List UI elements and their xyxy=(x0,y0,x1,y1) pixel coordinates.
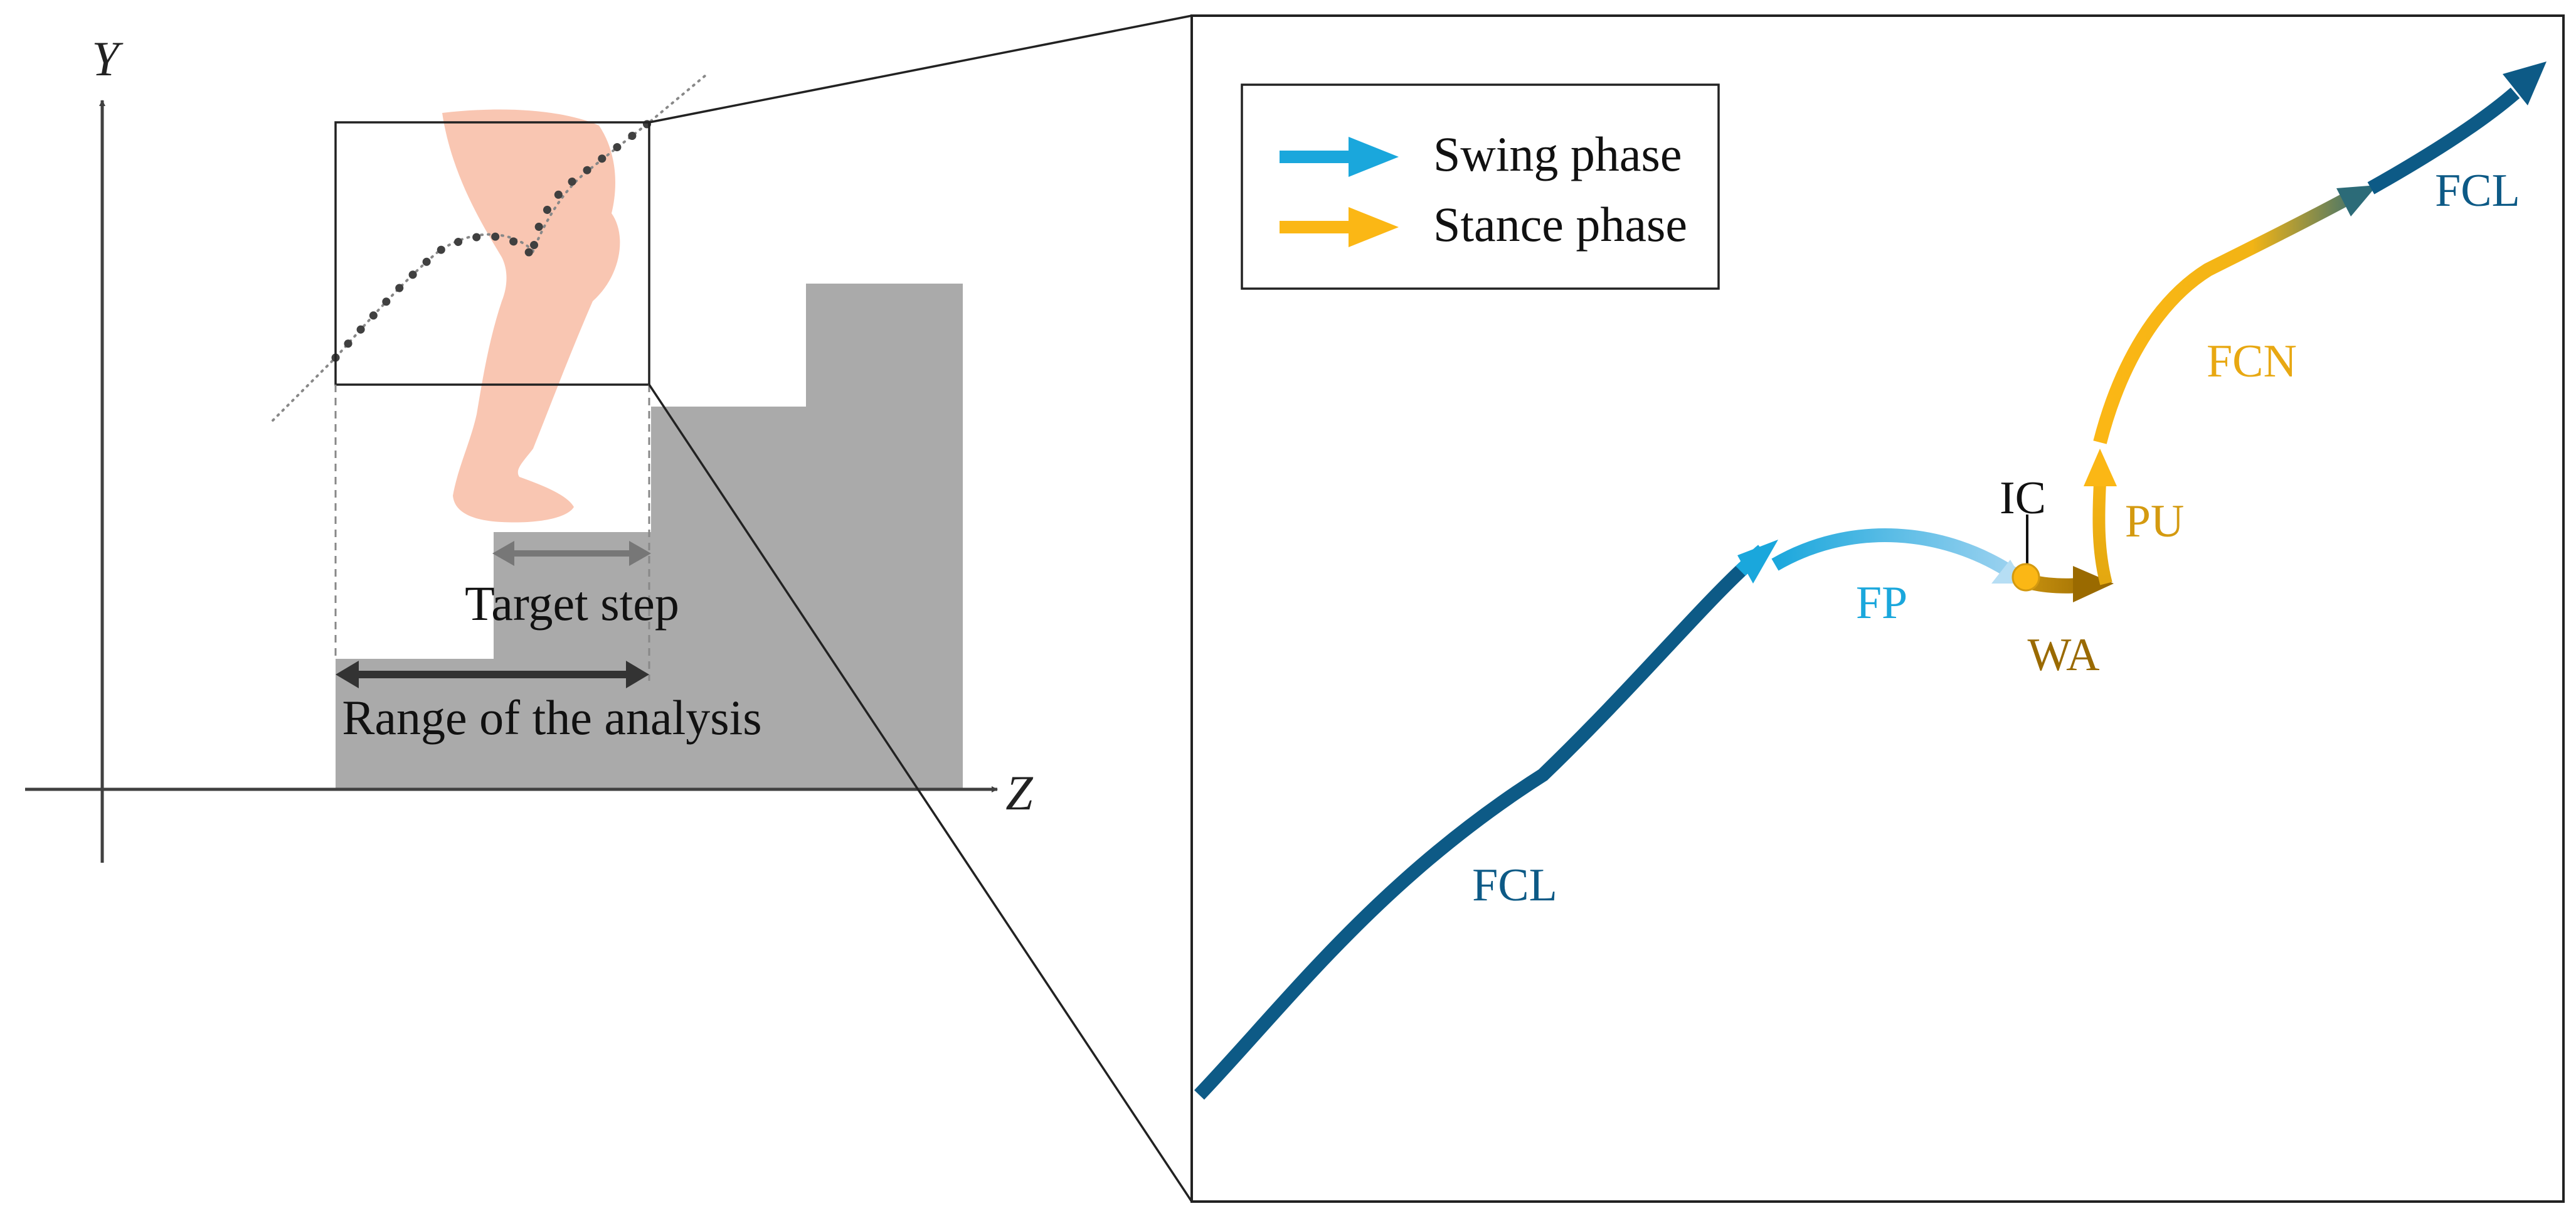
stance-legend-label: Stance phase xyxy=(1433,197,1687,252)
ic-label: IC xyxy=(2000,472,2046,524)
fp-segment xyxy=(1771,528,2021,582)
fcl-lower-arrowhead xyxy=(1737,540,1778,584)
range-arrow xyxy=(336,661,649,688)
target-step-arrow xyxy=(492,541,651,566)
fcn-segment xyxy=(2093,191,2353,444)
z-axis-label: Z xyxy=(1005,765,1034,820)
stance-legend-arrow xyxy=(1280,207,1399,247)
y-axis-label: Y xyxy=(92,31,124,86)
left-panel: Y Z Target step Range of the analysis xyxy=(25,31,1034,863)
fcl-upper-segment xyxy=(2367,87,2520,195)
zoom-connector-top xyxy=(649,14,1192,124)
fp-label: FP xyxy=(1856,577,1907,629)
zoom-box xyxy=(334,121,650,386)
swing-legend-arrow xyxy=(1280,137,1399,177)
fcn-arrowhead xyxy=(2336,185,2377,216)
pu-arrowhead xyxy=(2084,449,2117,486)
ic-dot xyxy=(2012,563,2040,592)
trajectory-dotted xyxy=(272,74,707,422)
swing-legend-label: Swing phase xyxy=(1433,127,1682,181)
pu-segment xyxy=(2092,483,2112,585)
target-step-label: Target step xyxy=(465,576,679,631)
range-label: Range of the analysis xyxy=(342,690,761,745)
wa-arrowhead xyxy=(2073,566,2114,602)
zoom-connector-bottom xyxy=(648,384,1193,1202)
fcl-lower-segment xyxy=(1194,562,1749,1100)
wa-label: WA xyxy=(2027,629,2099,681)
fcl-lower-label: FCL xyxy=(1472,860,1557,911)
right-panel: Swing phase Stance phase FCL xyxy=(1190,14,2565,1203)
legend-box xyxy=(1241,83,1720,290)
fcn-label: FCN xyxy=(2207,336,2297,387)
legend: Swing phase Stance phase xyxy=(1241,83,1720,290)
trajectory-dots-heavy xyxy=(331,118,654,362)
pu-label: PU xyxy=(2125,496,2185,547)
fcl-upper-arrowhead xyxy=(2503,61,2547,105)
leg-silhouette xyxy=(442,109,620,523)
fcl-upper-label: FCL xyxy=(2435,165,2520,216)
